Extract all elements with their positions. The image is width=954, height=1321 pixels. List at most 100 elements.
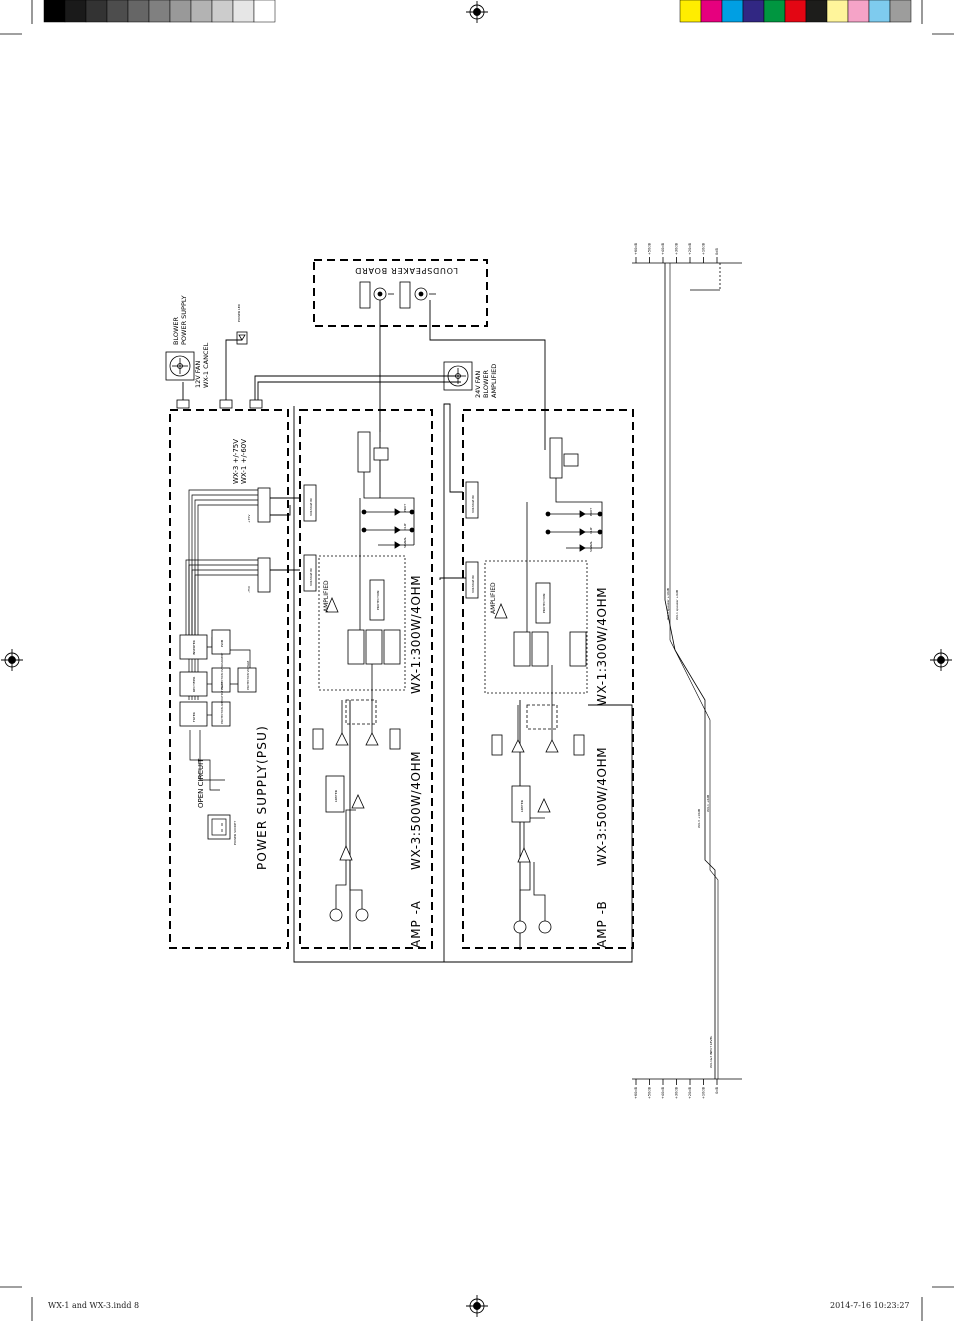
gray-swatch	[190, 0, 213, 23]
blower-psu-label-1: BLOWER	[172, 317, 180, 345]
fan-icon	[443, 361, 473, 391]
voltage-in-block	[465, 481, 479, 519]
psu-blocks	[179, 487, 271, 840]
wx3-level-label: WX-3 +10dB	[697, 809, 701, 828]
clip-led-b-label: CLIP	[589, 527, 593, 534]
clip-led-a-label: CLIP	[403, 523, 407, 530]
speaker-board-enclosure	[313, 259, 488, 327]
wx1-level-label: WX-1 +6dB	[706, 795, 710, 812]
scale-label: +10dB	[702, 1086, 706, 1099]
gray-swatch	[106, 0, 129, 23]
footer-file-name: WX-1 and WX-3.indd 8	[48, 1301, 140, 1310]
footer-timestamp: 2014-7-16 10:23:27	[830, 1301, 910, 1310]
registration-mark-icon	[930, 649, 952, 671]
scale-label: +10dB	[702, 242, 706, 255]
mains-socket	[207, 814, 231, 840]
amplified-subblocks	[318, 555, 588, 694]
level-diagram	[632, 262, 742, 1080]
amp-b-title: AMP -B	[595, 900, 609, 948]
scale-label: +50dB	[648, 242, 652, 255]
fan-icon	[165, 351, 195, 381]
psu-title: POWER SUPPLY(PSU)	[255, 725, 269, 870]
color-swatch	[742, 0, 765, 23]
xlr-input-icon	[355, 908, 369, 922]
scale-label: +40dB	[661, 242, 665, 255]
gray-swatch	[232, 0, 255, 23]
color-swatch	[805, 0, 828, 23]
color-swatch	[826, 0, 849, 23]
rail-pos-connector	[257, 487, 271, 523]
blower-psu-label-2: POWER SUPPLY	[180, 295, 188, 345]
wiring	[182, 300, 633, 963]
rectifier-block	[179, 671, 208, 697]
block-outlines	[169, 259, 634, 949]
limiter-block	[511, 785, 531, 823]
gray-swatch	[127, 0, 150, 23]
fan-24v-label-1: 24V FAN	[474, 371, 482, 398]
fan-connector-blocks	[176, 399, 263, 409]
scale-label: +50dB	[648, 1086, 652, 1099]
limiter-b-label: LIMITER	[520, 800, 524, 812]
amp-a-circuit	[303, 410, 415, 922]
limiter-block	[325, 775, 345, 813]
amplified-b-label: AMPLIFIED	[490, 582, 497, 614]
psu-enclosure	[169, 409, 289, 949]
protection-voltage-block	[237, 667, 257, 693]
color-swatch	[721, 0, 744, 23]
wx3-b-label: WX-3:500W/4OHM	[595, 747, 609, 866]
wx1-speaker-note: WX-1 speaker +6dB	[675, 590, 679, 620]
wx3-a-label: WX-3:500W/4OHM	[409, 751, 423, 870]
inverter-label: INVERTER	[192, 640, 196, 655]
gray-swatch	[85, 0, 108, 23]
color-swatch	[679, 0, 702, 23]
input-buffer-icon	[517, 846, 531, 863]
voltage-in-a1-label: VOLTAGE IN	[309, 568, 313, 586]
protection-overcurrent-block	[211, 667, 231, 693]
prot-led-b-label: PROT	[589, 508, 593, 516]
input-buffer-icon	[339, 844, 353, 861]
rectifier-label: RECTIFIER	[192, 677, 196, 692]
scale-label: +40dB	[661, 1086, 665, 1099]
gray-swatch	[43, 0, 66, 23]
protection-overcurrent-label: PROTECTION OVERCURRENT	[220, 652, 224, 690]
protection-block	[535, 582, 551, 624]
gray-swatch	[211, 0, 234, 23]
gray-swatch	[253, 0, 276, 23]
amplified-a-label: AMPLIFIED	[323, 580, 330, 612]
scale-label: +60dB	[634, 1086, 638, 1099]
protection-voltage-label: PROTECTION VOLTAGE	[246, 660, 250, 690]
voltage-in-a2-label: VOLTAGE IN	[309, 498, 313, 516]
fan-24v-label-3: AMPLIFIED	[490, 364, 498, 398]
protection-b-label: PROTECTION	[542, 594, 546, 613]
filter-label: FILTER	[192, 712, 196, 722]
scale-label: 0dB	[715, 1086, 719, 1093]
scale-label: +30dB	[675, 1086, 679, 1099]
voltage-in-block	[465, 561, 479, 599]
wx1-a-label: WX-1:300W/4OHM	[409, 575, 423, 694]
scale-label: +60dB	[634, 242, 638, 255]
signal-led-a-label: SIGNAL	[403, 537, 407, 548]
pwm-label: PWM	[220, 639, 224, 647]
psu-out-note-1: WX-3 +/-75V	[232, 439, 240, 484]
protection-ampoutput-label: PROTECTION AMPOUTPUT FAULT	[220, 681, 224, 724]
print-color-bars	[679, 0, 912, 23]
color-swatch	[868, 0, 891, 23]
amp-a-title: AMP -A	[409, 900, 423, 948]
input-level-label: WX-1&3 INPUT LEVEL	[709, 1036, 713, 1068]
scale-label: +20dB	[688, 242, 692, 255]
mains-input-label: POWER SOCKET	[233, 821, 237, 845]
scale-label: 0dB	[715, 248, 719, 255]
wx1-b-label: WX-1:300W/4OHM	[595, 587, 609, 706]
color-swatch	[763, 0, 786, 23]
voltage-in-b2-label: VOLTAGE IN	[471, 575, 475, 593]
protection-a-label: PROTECTION	[376, 591, 380, 610]
rotated-labels: POWER SUPPLY(PSU) OPEN CIRCUIT POWER SOC…	[172, 266, 713, 1068]
rail-pos-label: +75V	[247, 514, 251, 523]
speaker-board-parts	[359, 281, 436, 309]
filter-block	[179, 701, 208, 727]
color-swatch	[784, 0, 807, 23]
